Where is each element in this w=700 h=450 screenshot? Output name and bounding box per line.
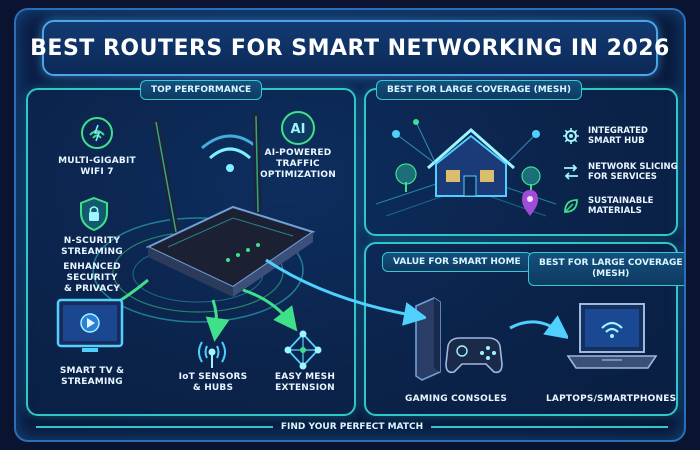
ai-badge-text: AI	[291, 122, 306, 137]
smart-home-devices-panel: VALUE FOR SMART HOME BEST FOR LARGE COVE…	[364, 242, 684, 416]
smart-hub-line-2: SMART HUB	[588, 136, 645, 146]
iot-line-1: IoT SENSORS	[178, 372, 248, 382]
ai-line-2: TRAFFIC	[276, 159, 320, 169]
footer: FIND YOUR PERFECT MATCH	[36, 418, 669, 436]
shield-lock-icon	[80, 196, 108, 232]
gaming-consoles-label: GAMING CONSOLES	[405, 394, 507, 404]
tab-label: BEST FOR LARGE COVERAGE (MESH)	[387, 85, 571, 95]
page-title: BEST ROUTERS FOR SMART NETWORKING IN 202…	[30, 35, 670, 61]
ai-line-1: AI-POWERED	[264, 148, 332, 158]
network-slicing-icon	[564, 164, 578, 180]
title-banner: BEST ROUTERS FOR SMART NETWORKING IN 202…	[30, 20, 669, 76]
wifi7-line-1: MULTI-GIGABIT	[58, 156, 136, 166]
iot-line-2: & HUBS	[192, 383, 234, 393]
ai-line-3: OPTIMIZATION	[260, 170, 336, 180]
footer-line-right	[431, 426, 669, 428]
tab-large-coverage-mesh: BEST FOR LARGE COVERAGE (MESH)	[528, 252, 684, 286]
iot-sensor-icon	[198, 341, 226, 368]
infographic-frame: BEST ROUTERS FOR SMART NETWORKING IN 202…	[14, 8, 686, 442]
security-privacy-line-3: & PRIVACY	[63, 284, 121, 294]
iot-label: IoT SENSORS & HUBS	[168, 372, 258, 394]
wifi-7-icon	[81, 117, 113, 149]
wifi7-label: MULTI-GIGABIT WIFI 7	[42, 156, 152, 178]
smart-tv-icon	[56, 298, 124, 352]
tab-label: VALUE FOR SMART HOME	[393, 257, 521, 267]
connection-arrow-right	[509, 315, 568, 340]
network-slicing-line-2: FOR SERVICES	[588, 172, 657, 182]
smart-hub-text: INTEGRATED SMART HUB	[588, 126, 648, 146]
sustainable-line-1: SUSTAINABLE	[588, 196, 654, 206]
smart-hub-line-1: INTEGRATED	[588, 126, 648, 136]
security-streaming-label: N-SCURITY STREAMING	[42, 236, 142, 258]
footer-line-left	[36, 426, 273, 428]
tab-top-performance: TOP PERFORMANCE	[140, 80, 263, 100]
large-coverage-panel: BEST FOR LARGE COVERAGE (MESH)	[364, 80, 678, 236]
security-privacy-line-2: SECURITY	[66, 273, 118, 283]
security-streaming-line-2: STREAMING	[61, 247, 123, 257]
router-to-devices-arrow	[265, 258, 426, 326]
ai-chip-icon: AI	[281, 111, 315, 145]
feature-network-slicing: NETWORK SLICING FOR SERVICES	[562, 162, 678, 182]
security-privacy-line-1: ENHANCED	[63, 262, 121, 272]
laptops-smartphones-label: LAPTOPS/SMARTPHONES	[546, 394, 677, 404]
tab-label-line-2: (MESH)	[592, 269, 630, 279]
ai-optimization-label: AI-POWERED TRAFFIC OPTIMIZATION	[246, 148, 350, 181]
gear-icon	[563, 128, 579, 144]
tab-label-line-1: BEST FOR LARGE COVERAGE	[539, 258, 683, 268]
mesh-network-icon	[284, 330, 322, 370]
security-streaming-line-1: N-SCURITY	[63, 236, 121, 246]
network-slicing-text: NETWORK SLICING FOR SERVICES	[588, 162, 678, 182]
mesh-line-2: EXTENSION	[275, 383, 335, 393]
feature-smart-hub: INTEGRATED SMART HUB	[562, 126, 648, 146]
smart-tv-label: SMART TV & STREAMING	[44, 366, 140, 388]
smart-house-icon	[376, 119, 556, 217]
mesh-label: EASY MESH EXTENSION	[260, 372, 350, 394]
tab-large-coverage: BEST FOR LARGE COVERAGE (MESH)	[376, 80, 582, 100]
smart-tv-line-2: STREAMING	[61, 377, 123, 387]
footer-text: FIND YOUR PERFECT MATCH	[280, 422, 424, 432]
tab-label: TOP PERFORMANCE	[151, 85, 252, 95]
top-performance-panel: TOP PERFORMANCE MULTI-GIGABIT WIFI 7 AI …	[26, 80, 356, 416]
security-privacy-label: ENHANCED SECURITY & PRIVACY	[42, 262, 142, 295]
network-slicing-line-1: NETWORK SLICING	[588, 162, 678, 172]
sustainable-line-2: MATERIALS	[588, 206, 642, 216]
feature-sustainable: SUSTAINABLE MATERIALS	[562, 196, 653, 216]
wifi7-line-2: WIFI 7	[80, 167, 114, 177]
laptop-icon	[566, 303, 658, 369]
smart-tv-line-1: SMART TV &	[59, 366, 125, 376]
sustainable-text: SUSTAINABLE MATERIALS	[588, 196, 653, 216]
mesh-line-1: EASY MESH	[274, 372, 336, 382]
leaf-icon	[564, 199, 578, 213]
